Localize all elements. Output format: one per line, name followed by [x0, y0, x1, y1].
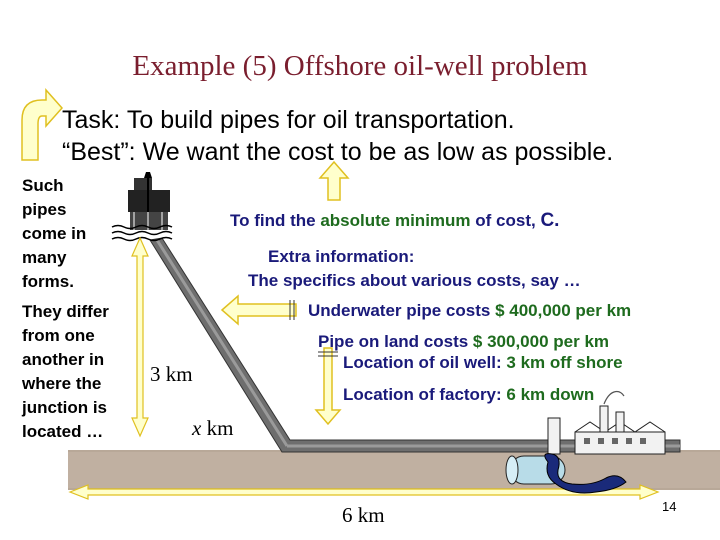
- offshore-distance-label: 3 km: [150, 362, 193, 386]
- junction-distance-label: x km: [192, 416, 234, 440]
- goal-middle: of cost,: [470, 211, 541, 230]
- task-line-1: Task: To build pipes for oil transportat…: [62, 106, 515, 134]
- side-line: another in: [22, 350, 105, 369]
- oil-rig-icon: [111, 172, 173, 242]
- goal-highlight: absolute minimum: [320, 211, 471, 230]
- side-text-block-2: They differ from one another in where th…: [22, 300, 109, 444]
- curved-arrow-icon: [21, 88, 64, 161]
- page-title: Example (5) Offshore oil-well problem: [132, 50, 588, 82]
- factory-icon: [547, 390, 666, 455]
- coastline-distance-arrow: [68, 484, 660, 500]
- side-line: They differ: [22, 302, 109, 321]
- side-line: forms.: [22, 272, 74, 291]
- offshore-distance-arrow: [131, 236, 149, 438]
- goal-statement: To find the absolute minimum of cost, C.: [230, 210, 559, 232]
- down-arrow-icon: [314, 347, 342, 426]
- up-arrow-icon: [318, 160, 350, 201]
- goal-variable: C.: [540, 210, 560, 231]
- page-number: 14: [662, 499, 677, 514]
- coastline-distance-label: 6 km: [342, 503, 385, 527]
- extra-info-title: Extra information:: [268, 247, 415, 266]
- side-line: from one: [22, 326, 95, 345]
- side-line: come in: [22, 224, 87, 243]
- side-line: pipes: [22, 200, 67, 219]
- side-line: Such: [22, 176, 64, 195]
- side-line: junction is: [22, 398, 107, 417]
- factory-location: Location of factory: 6 km down: [343, 385, 595, 404]
- oil-well-location: Location of oil well: 3 km off shore: [343, 353, 623, 372]
- side-line: many: [22, 248, 67, 267]
- side-text-block-1: Such pipes come in many forms.: [22, 174, 86, 294]
- left-arrow-icon: [220, 294, 297, 326]
- side-line: where the: [22, 374, 102, 393]
- goal-prefix: To find the: [230, 211, 321, 230]
- task-line-2: “Best”: We want the cost to be as low as…: [62, 138, 614, 166]
- oil-spill-icon: [544, 453, 627, 494]
- extra-info-subtitle: The specifics about various costs, say …: [248, 271, 581, 290]
- side-line: located …: [22, 422, 104, 441]
- cost-land: Pipe on land costs $ 300,000 per km: [318, 332, 610, 351]
- cost-underwater: Underwater pipe costs $ 400,000 per km: [308, 301, 632, 320]
